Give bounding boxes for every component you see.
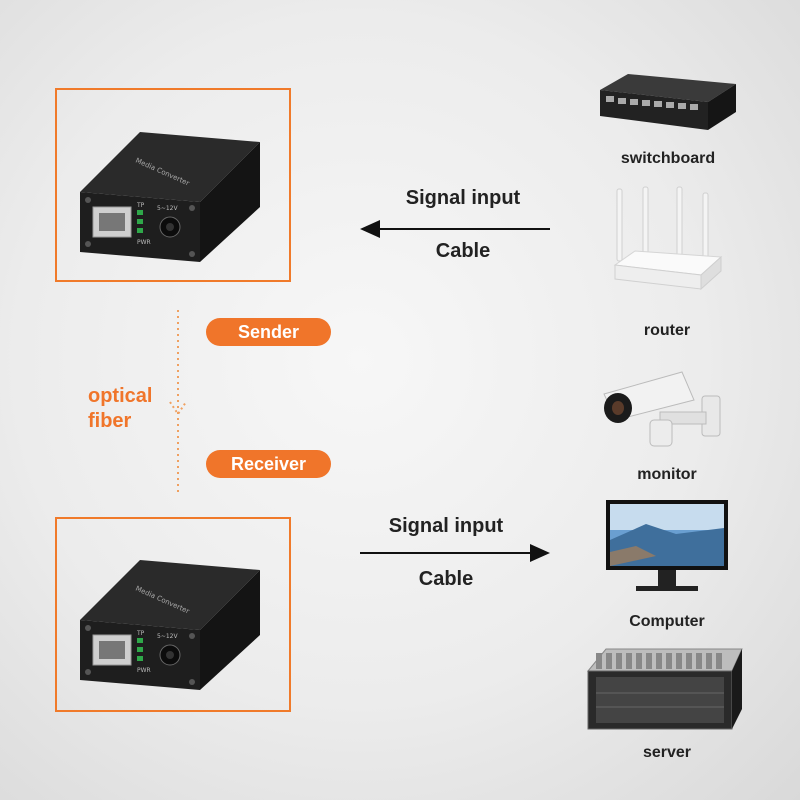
receiver-badge: Receiver xyxy=(206,450,331,478)
fiber-label-line2: fiber xyxy=(88,410,132,432)
bottom-signal-input-label: Signal input xyxy=(388,515,504,537)
pwr-led-label: PWR xyxy=(137,239,151,246)
optical-fiber-line xyxy=(169,310,187,492)
voltage-label: 5~12V xyxy=(157,205,178,212)
sender-converter-frame xyxy=(55,88,291,282)
server-label: server xyxy=(642,744,692,761)
optical-fiber-label: optical fiber xyxy=(88,384,168,434)
bottom-signal-arrow xyxy=(360,544,550,562)
bottom-cable-label: Cable xyxy=(418,568,474,590)
arrow-right-icon xyxy=(530,544,550,562)
server-icon xyxy=(586,648,743,730)
router-label: router xyxy=(643,322,691,339)
arrow-left-icon xyxy=(360,220,380,238)
tp-led-label: TP xyxy=(136,630,145,637)
receiver-media-converter: TP PWR 5~12V Media Converter xyxy=(75,540,265,690)
voltage-label: 5~12V xyxy=(157,633,178,640)
computer-label: Computer xyxy=(629,613,705,630)
router-icon xyxy=(613,186,723,291)
top-signal-input-label: Signal input xyxy=(405,187,521,209)
sender-media-converter: TP PWR 5~12V Media Converter xyxy=(75,112,265,262)
top-signal-arrow xyxy=(360,220,550,238)
switchboard-label: switchboard xyxy=(620,150,716,167)
tp-led-label: TP xyxy=(136,202,145,209)
switch-icon xyxy=(600,74,736,130)
top-cable-label: Cable xyxy=(435,240,491,262)
sender-badge: Sender xyxy=(206,318,331,346)
computer-icon xyxy=(606,500,728,591)
monitor-label: monitor xyxy=(637,466,697,483)
pwr-led-label: PWR xyxy=(137,667,151,674)
fiber-label-line1: optical xyxy=(88,385,153,407)
receiver-converter-frame xyxy=(55,517,291,712)
camera-icon xyxy=(603,371,721,447)
